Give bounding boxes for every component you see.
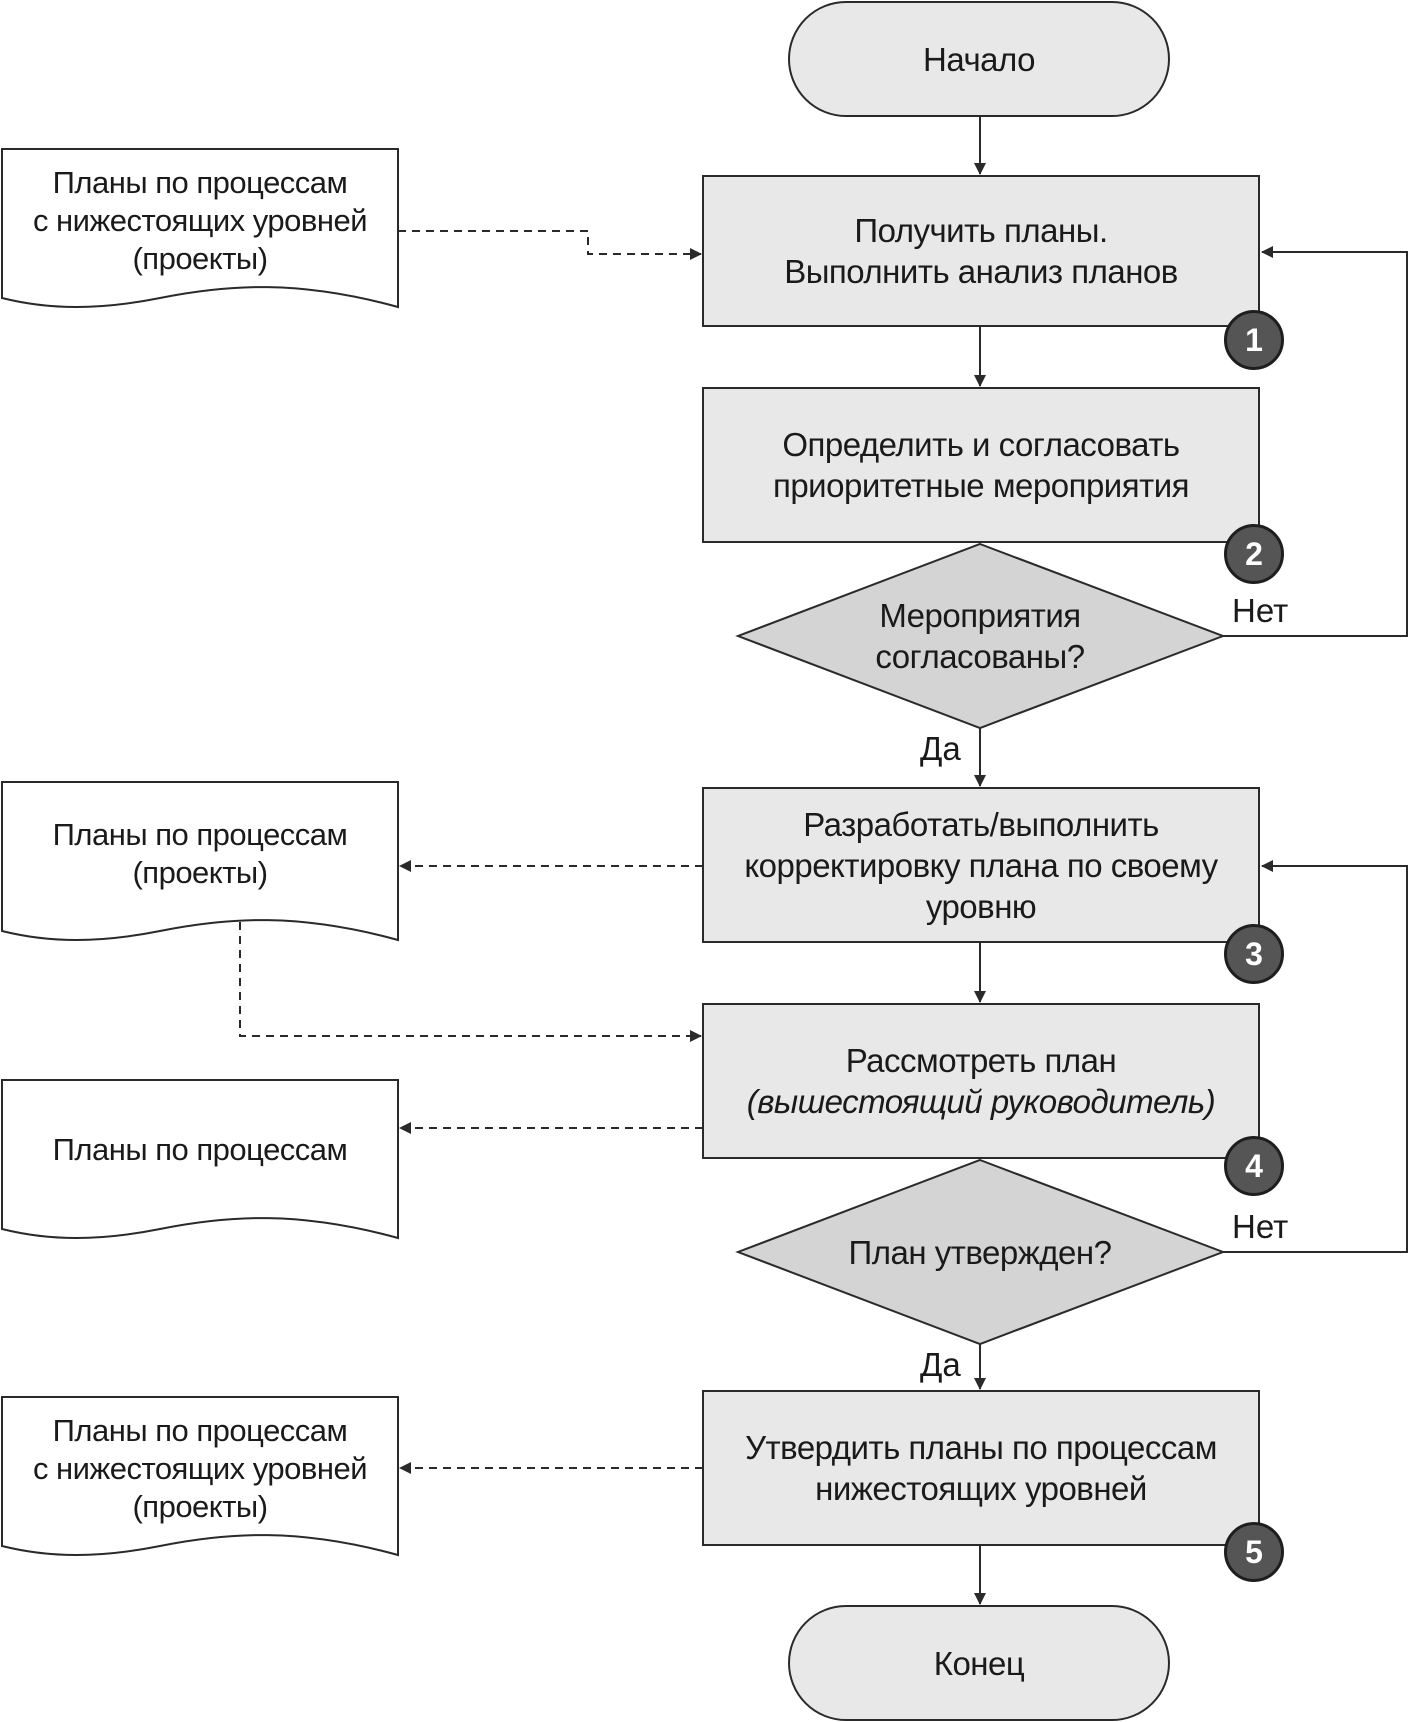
end-label: Конец	[933, 1644, 1025, 1682]
decision-1-yes-label: Да	[920, 730, 961, 767]
dashed-arrow-doc2-to-step4	[239, 922, 702, 1042]
end-terminator	[788, 1605, 1170, 1721]
loop-arrow-decision2-no	[1223, 860, 1408, 1253]
step-5-label: Утвердить планы по процессам нижестоящих…	[745, 1429, 1217, 1507]
step-badge-5: 5	[1224, 1522, 1284, 1582]
start-label: Начало	[923, 40, 1035, 78]
step-badge-1: 1	[1224, 310, 1284, 370]
process-box-2	[702, 387, 1260, 543]
decision-2-yes-label: Да	[920, 1346, 961, 1383]
step-3-label: Разработать/выполнить корректировку план…	[744, 805, 1218, 925]
decision-2-no-label: Нет	[1232, 1208, 1289, 1245]
step-2-label: Определить и согласовать приоритетные ме…	[772, 426, 1190, 504]
document-4-label: Планы по процессам с нижестоящих уровней…	[32, 1413, 368, 1524]
process-box-3	[702, 787, 1260, 943]
document-shape-1	[0, 148, 399, 309]
process-box-4	[702, 1003, 1260, 1159]
step-badge-4: 4	[1224, 1136, 1284, 1196]
document-shape-4	[1, 1396, 399, 1557]
step-badge-3: 3	[1224, 924, 1284, 984]
dashed-arrow-doc1-to-step1	[398, 230, 702, 260]
document-3-label: Планы по процессам	[52, 1132, 348, 1167]
loop-arrow-decision1-no	[1223, 246, 1408, 637]
process-box-5	[702, 1390, 1260, 1546]
document-shape-2	[1, 781, 399, 942]
decision-1-label: Мероприятия согласованы?	[875, 597, 1085, 675]
document-1-label: Планы по процессам с нижестоящих уровней…	[32, 165, 368, 276]
step-4-label: Рассмотреть план (вышестоящий руководите…	[746, 1042, 1216, 1120]
step-badge-2: 2	[1224, 524, 1284, 584]
document-shape-3	[1, 1079, 399, 1240]
decision-1-no-label: Нет	[1232, 592, 1289, 629]
document-2-label: Планы по процессам (проекты)	[52, 817, 348, 890]
step-1-label: Получить планы. Выполнить анализ планов	[784, 212, 1178, 290]
decision-2-label: План утвержден?	[848, 1233, 1112, 1271]
step-4-role: (вышестоящий руководитель)	[746, 1083, 1216, 1120]
